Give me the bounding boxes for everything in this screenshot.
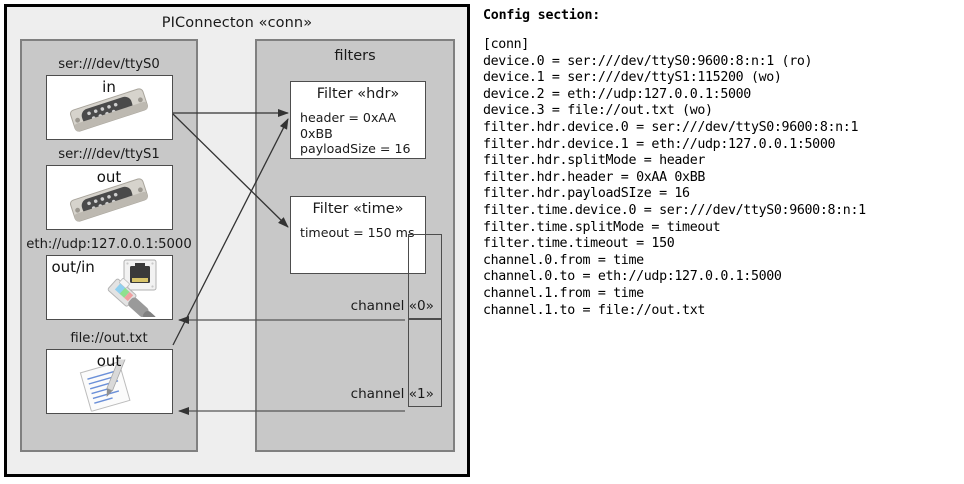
device-direction-label: out/in [51, 258, 95, 276]
filter-box-time[interactable]: Filter «time» timeout = 150 ms [290, 196, 426, 274]
ethernet-plug-icon [94, 259, 168, 319]
device-item-file[interactable]: file://out.txt out [22, 331, 196, 414]
device-box[interactable]: out [45, 165, 173, 230]
serial-port-icon [61, 87, 157, 137]
device-box[interactable]: in [45, 75, 173, 140]
device-caption: ser:///dev/ttyS0 [58, 57, 160, 72]
device-caption: ser:///dev/ttyS1 [58, 147, 160, 162]
device-box[interactable]: out [45, 349, 173, 414]
device-box[interactable]: out/in [45, 255, 173, 320]
filters-panel: filters Filter «hdr» header = 0xAA 0xBB … [255, 39, 455, 452]
connector-diagram: PIConnecton «conn» ser:///dev/ttyS0 in [4, 4, 470, 477]
filter-property: payloadSize = 16 [300, 141, 411, 156]
filter-title: Filter «time» [312, 201, 404, 217]
device-item-eth[interactable]: eth://udp:127.0.0.1:5000 out/in [22, 237, 196, 320]
config-section-heading: Config section: [483, 8, 601, 23]
text-file-icon [73, 356, 145, 413]
filters-panel-title: filters [334, 48, 376, 64]
filter-property: header = 0xAA 0xBB [300, 110, 396, 141]
device-item-ttys1[interactable]: ser:///dev/ttyS1 out [22, 147, 196, 230]
channel-label: channel «0» [350, 298, 434, 314]
filter-title: Filter «hdr» [316, 86, 400, 102]
channel-label: channel «1» [350, 386, 434, 402]
config-section-text: [conn] device.0 = ser:///dev/ttyS0:9600:… [483, 37, 866, 318]
config-section: Config section: [conn] device.0 = ser://… [483, 8, 958, 319]
channel-box-0[interactable]: channel «0» [351, 234, 442, 319]
serial-port-icon [61, 177, 157, 227]
diagram-title: PIConnecton «conn» [161, 15, 313, 31]
device-caption: eth://udp:127.0.0.1:5000 [26, 237, 192, 252]
devices-panel: ser:///dev/ttyS0 in [20, 39, 198, 452]
filter-box-hdr[interactable]: Filter «hdr» header = 0xAA 0xBB payloadS… [290, 81, 426, 159]
device-caption: file://out.txt [70, 331, 148, 346]
channel-box-1[interactable]: channel «1» [351, 319, 442, 407]
filter-property: timeout = 150 ms [300, 225, 415, 240]
device-item-ttys0[interactable]: ser:///dev/ttyS0 in [22, 57, 196, 140]
